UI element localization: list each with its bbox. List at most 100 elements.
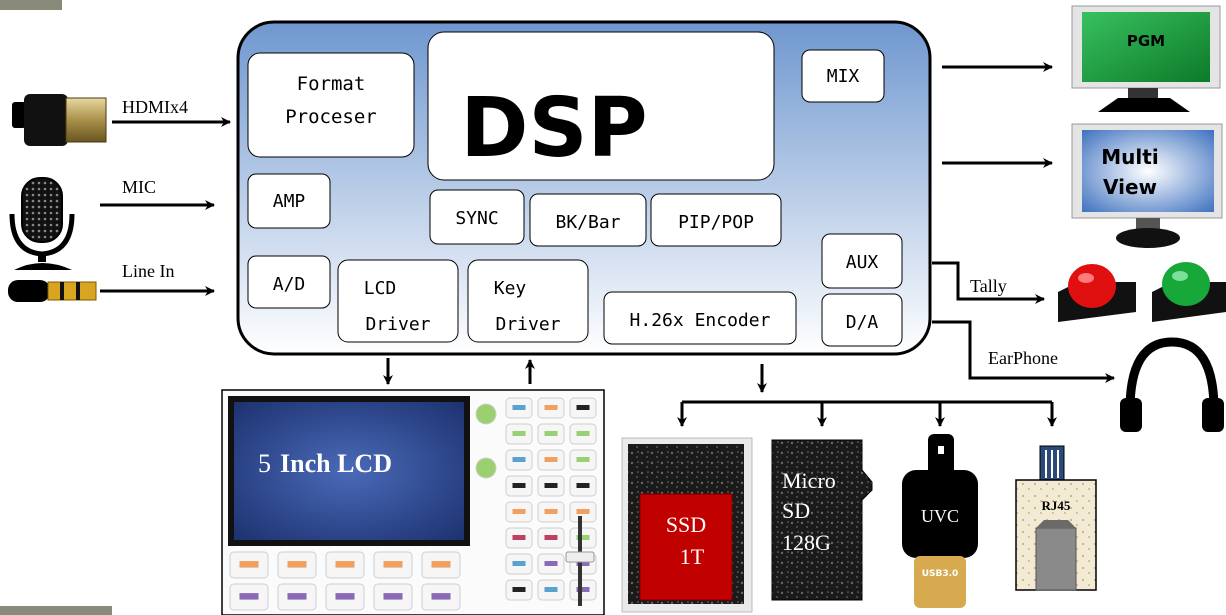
panel-knob[interactable] xyxy=(475,403,497,425)
encoder-label: H.26x Encoder xyxy=(630,310,771,331)
panel-key-led xyxy=(544,457,558,462)
panel-key-led xyxy=(287,561,307,568)
corner-decor xyxy=(0,606,112,615)
format-label-line1: Format xyxy=(297,73,366,95)
encoder-box: H.26x Encoder xyxy=(603,291,797,345)
panel-key-led xyxy=(239,593,259,600)
dsp-core-box: DSP xyxy=(427,31,775,181)
sync-label: SYNC xyxy=(455,208,498,229)
multiview-label-line2: View xyxy=(1103,175,1157,199)
panel-key-led xyxy=(512,405,526,410)
corner-decor xyxy=(0,0,62,10)
da-label: D/A xyxy=(846,312,879,333)
multiview-monitor-icon: Multi View xyxy=(1071,123,1223,248)
panel-key-led xyxy=(287,593,307,600)
bkbar-label: BK/Bar xyxy=(555,212,620,233)
key-driver-line1: Key xyxy=(494,278,527,299)
panel-key-led xyxy=(431,593,451,600)
tally-green-light-icon xyxy=(1152,262,1226,322)
panel-key-led xyxy=(383,593,403,600)
panel-key-led xyxy=(512,509,526,514)
lcd-screen-label: Inch LCD xyxy=(280,449,392,478)
panel-key-led xyxy=(576,431,590,436)
key-driver-line2: Driver xyxy=(495,314,560,335)
tally-label: Tally xyxy=(970,276,1007,296)
panel-key-led xyxy=(544,483,558,488)
sd-label-line3: 128G xyxy=(782,530,831,555)
panel-key-led xyxy=(239,561,259,568)
mix-box: MIX xyxy=(801,49,885,103)
key-driver-box: Key Driver xyxy=(467,259,589,343)
format-processor-box: Format Proceser xyxy=(247,52,415,158)
panel-key-led xyxy=(512,535,526,540)
ad-box: A/D xyxy=(247,255,331,309)
panel-key-led xyxy=(576,535,590,540)
panel-knob[interactable] xyxy=(475,457,497,479)
earphone-label: EarPhone xyxy=(988,348,1058,368)
panel-key-led xyxy=(512,561,526,566)
microphone-icon xyxy=(9,177,75,270)
tally-arrow xyxy=(932,261,1045,304)
headphones-icon xyxy=(1120,337,1224,432)
sd-label-line2: SD xyxy=(782,498,810,523)
ssd-label-line1: SSD xyxy=(666,512,706,537)
panel-key-led xyxy=(512,457,526,462)
hdmi-label: HDMIx4 xyxy=(122,97,188,117)
mic-label: MIC xyxy=(122,177,156,197)
panel-key-grid[interactable] xyxy=(229,397,597,611)
ssd-label-line2: 1T xyxy=(680,544,705,569)
mix-label: MIX xyxy=(827,66,860,87)
audio-jack-icon xyxy=(8,280,97,302)
panel-key-led xyxy=(544,535,558,540)
line-in-label: Line In xyxy=(122,261,174,281)
amp-box: AMP xyxy=(247,173,331,229)
bkbar-box: BK/Bar xyxy=(529,193,647,247)
panel-key-led xyxy=(512,431,526,436)
panel-key-led xyxy=(576,509,590,514)
panel-key-led xyxy=(576,483,590,488)
multiview-label-line1: Multi xyxy=(1101,145,1158,169)
sd-label-line1: Micro xyxy=(782,468,836,493)
panel-key-led xyxy=(335,593,355,600)
panel-key-led xyxy=(576,587,590,592)
pgm-label: PGM xyxy=(1127,32,1165,50)
panel-key-led xyxy=(576,561,590,566)
rj45-label: RJ45 xyxy=(1042,498,1071,513)
rj45-connector-icon xyxy=(1015,445,1097,591)
da-box: D/A xyxy=(821,293,903,347)
usb-version-label: USB3.0 xyxy=(922,569,959,579)
panel-key-led xyxy=(431,561,451,568)
uvc-label: UVC xyxy=(921,506,959,526)
uvc-usb-stick-icon xyxy=(902,434,978,608)
pgm-monitor-icon: PGM xyxy=(1071,5,1221,112)
lcd-size-number: 5 xyxy=(258,449,271,478)
dsp-title: DSP xyxy=(460,81,647,176)
panel-key-led xyxy=(512,587,526,592)
panel-key-led xyxy=(576,405,590,410)
ad-label: A/D xyxy=(273,274,306,295)
format-label-line2: Proceser xyxy=(285,106,377,128)
panel-key-led xyxy=(576,457,590,462)
aux-box: AUX xyxy=(821,233,903,289)
panel-key-led xyxy=(544,587,558,592)
panel-key-led xyxy=(544,509,558,514)
micro-sd-card-icon xyxy=(771,439,873,601)
pippop-label: PIP/POP xyxy=(678,212,754,233)
panel-key-led xyxy=(544,431,558,436)
ssd-drive-icon xyxy=(621,437,753,613)
panel-key-led xyxy=(335,561,355,568)
lcd-driver-line1: LCD xyxy=(364,278,397,299)
sync-box: SYNC xyxy=(429,189,525,245)
tally-red-light-icon xyxy=(1058,264,1136,322)
t-bar-handle[interactable] xyxy=(565,551,595,563)
aux-label: AUX xyxy=(846,252,879,273)
panel-key-led xyxy=(512,483,526,488)
panel-key-led xyxy=(544,561,558,566)
earphone-arrow xyxy=(932,320,1115,383)
panel-key-led xyxy=(544,405,558,410)
lcd-driver-line2: Driver xyxy=(365,314,430,335)
pippop-box: PIP/POP xyxy=(650,193,782,247)
amp-label: AMP xyxy=(273,191,306,212)
hdmi-connector-icon xyxy=(12,94,107,146)
